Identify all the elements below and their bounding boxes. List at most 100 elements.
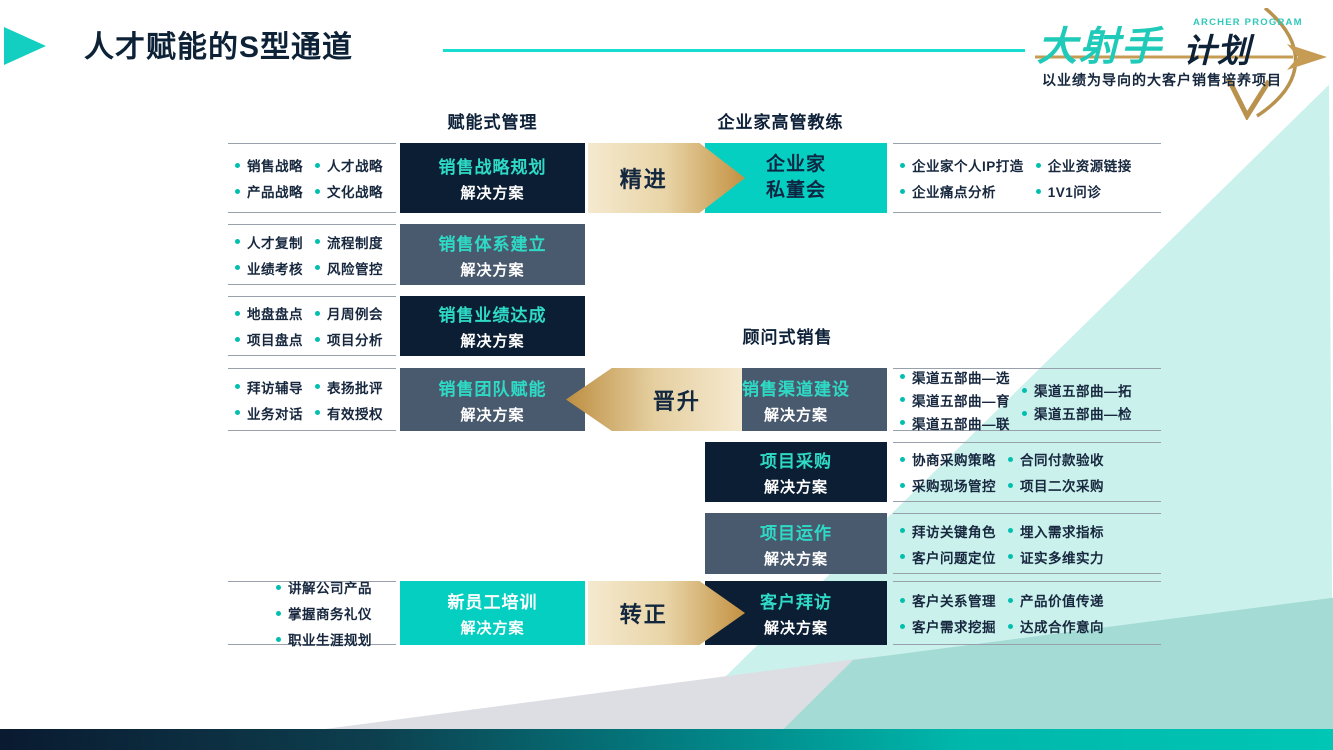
bullet-dot-icon	[900, 397, 905, 402]
bullet-text: 产品价值传递	[1020, 594, 1104, 609]
bullet-dot-icon	[1008, 456, 1013, 462]
bullet-text: 月周例会	[327, 307, 383, 322]
bullet-panel-right-4: 拜访关键角色 客户问题定位 埋入需求指标 证实多维实力	[893, 513, 1161, 574]
bullet-text: 人才复制	[247, 235, 303, 251]
bullet-dot-icon	[315, 265, 320, 270]
bullet-item: 1V1问诊	[1035, 181, 1132, 201]
stage-box-title: 销售渠道建设	[742, 379, 850, 399]
bullet-item: 拜访辅导	[235, 377, 303, 397]
bullet-item: 采购现场管控	[900, 475, 996, 495]
arrow-jinsheng: 晋升	[566, 368, 742, 431]
bullet-dot-icon	[315, 188, 320, 194]
bullet-panel-right-3: 协商采购策略 采购现场管控 合同付款验收 项目二次采购	[893, 442, 1161, 502]
bullet-text: 有效授权	[327, 406, 383, 422]
bullet-item: 渠道五部曲—选	[900, 367, 1010, 387]
stage-box-sales-performance: 销售业绩达成 解决方案	[400, 296, 585, 356]
stage-box-subtitle: 解决方案	[763, 479, 828, 496]
title-underline	[443, 49, 1025, 52]
bullet-item: 风险管控	[315, 258, 383, 278]
logo-tagline: 以业绩为导向的大客户销售培养项目	[1042, 72, 1282, 88]
bullet-dot-icon	[900, 188, 905, 194]
bullet-text: 采购现场管控	[912, 479, 996, 494]
bullet-dot-icon	[900, 162, 905, 168]
bullet-item: 拜访关键角色	[900, 521, 996, 541]
bullet-text: 项目分析	[327, 333, 383, 348]
bullet-item: 掌握商务礼仪	[276, 603, 372, 623]
bullet-dot-icon	[276, 584, 281, 590]
bullet-text: 流程制度	[327, 235, 383, 251]
bullet-text: 渠道五部曲—选	[912, 370, 1010, 386]
bullet-dot-icon	[1022, 387, 1027, 393]
bullet-item: 合同付款验收	[1008, 449, 1104, 469]
bullet-dot-icon	[235, 336, 240, 342]
stage-box-title: 项目运作	[760, 523, 832, 543]
bullet-item: 有效授权	[315, 403, 383, 423]
bullet-item: 项目盘点	[235, 329, 303, 349]
bullet-text: 职业生涯规划	[288, 633, 372, 648]
bow-arrow-icon	[1035, 8, 1327, 120]
bullet-panel-right-5: 客户关系管理 客户需求挖掘 产品价值传递 达成合作意向	[893, 581, 1161, 645]
bullet-dot-icon	[1008, 554, 1013, 559]
stage-box-title: 客户拜访	[760, 593, 832, 612]
bullet-item: 客户问题定位	[900, 547, 996, 567]
bullet-text: 产品战略	[247, 185, 303, 200]
bullet-text: 客户需求挖掘	[912, 620, 996, 635]
bullet-dot-icon	[235, 384, 240, 389]
page-title: 人才赋能的S型通道	[84, 31, 354, 64]
bullet-text: 文化战略	[327, 185, 383, 200]
bullet-item: 业务对话	[235, 403, 303, 423]
stage-box-team-empowerment: 销售团队赋能 解决方案	[400, 368, 585, 431]
bullet-text: 地盘盘点	[247, 307, 303, 322]
teal-chevron-icon	[4, 27, 46, 65]
bullet-dot-icon	[235, 265, 240, 270]
stage-box-title: 销售业绩达成	[438, 306, 547, 325]
bullet-panel-right-1: 企业家个人IP打造 企业痛点分析 企业资源链接 1V1问诊	[893, 143, 1161, 213]
bullet-text: 人才战略	[327, 159, 383, 174]
bullet-text: 项目盘点	[247, 333, 303, 348]
bullet-item: 地盘盘点	[235, 303, 303, 323]
bullet-text: 客户关系管理	[912, 594, 996, 609]
stage-box-entrepreneur-board: 企业家 私董会	[705, 143, 887, 213]
bullet-dot-icon	[315, 310, 320, 316]
bullet-item: 渠道五部曲—联	[900, 413, 1010, 433]
bullet-text: 渠道五部曲—育	[912, 393, 1010, 409]
bullet-dot-icon	[1008, 597, 1013, 603]
stage-box-subtitle: 解决方案	[763, 550, 828, 568]
bullet-item: 产品战略	[235, 181, 303, 201]
stage-box-title: 新员工培训	[447, 593, 538, 612]
bullet-panel-left-2: 人才复制 业绩考核 流程制度 风险管控	[228, 224, 396, 285]
stage-box-sales-strategy: 销售战略规划 解决方案	[400, 143, 585, 213]
bullet-item: 渠道五部曲—育	[900, 390, 1010, 410]
bullet-text: 渠道五部曲—拓	[1034, 384, 1132, 399]
bullet-text: 项目二次采购	[1020, 479, 1104, 494]
bullet-item: 证实多维实力	[1008, 547, 1104, 567]
bullet-dot-icon	[1008, 482, 1013, 488]
stage-box-sales-system: 销售体系建立 解决方案	[400, 224, 585, 285]
bullet-text: 证实多维实力	[1020, 550, 1104, 566]
bullet-panel-right-2: 渠道五部曲—选 渠道五部曲—育 渠道五部曲—联 渠道五部曲—拓 渠道五部曲—检	[893, 367, 1161, 433]
bullet-panel-left-5: 讲解公司产品 掌握商务礼仪 职业生涯规划	[228, 581, 396, 648]
stage-box-title: 销售战略规划	[438, 158, 547, 177]
stage-box-title: 销售体系建立	[438, 234, 547, 254]
arrow-label: 晋升	[652, 388, 701, 414]
bullet-text: 渠道五部曲—联	[912, 416, 1010, 432]
bullet-text: 合同付款验收	[1020, 453, 1104, 468]
brand-name-teal: 大射手	[1037, 25, 1163, 69]
bullet-dot-icon	[235, 310, 240, 316]
bullet-text: 销售战略	[247, 159, 303, 174]
bullet-dot-icon	[315, 162, 320, 168]
bullet-text: 达成合作意向	[1020, 620, 1104, 635]
bullet-dot-icon	[900, 374, 905, 379]
bullet-dot-icon	[235, 188, 240, 194]
bullet-text: 拜访关键角色	[912, 524, 996, 540]
bullet-item: 渠道五部曲—检	[1022, 403, 1132, 423]
stage-box-title: 企业家	[765, 154, 826, 176]
bullet-dot-icon	[1008, 623, 1013, 629]
stage-box-subtitle: 私董会	[765, 180, 826, 201]
bullet-text: 协商采购策略	[912, 453, 996, 468]
bullet-item: 月周例会	[315, 303, 383, 323]
brand-name-navy: 计划	[1183, 32, 1251, 69]
archer-program-logo: 大射手 ARCHER PROGRAM 计划 以业绩为导向的大客户销售培养项目	[1015, 8, 1333, 120]
bullet-item: 职业生涯规划	[276, 629, 372, 649]
bullet-dot-icon	[235, 410, 240, 415]
